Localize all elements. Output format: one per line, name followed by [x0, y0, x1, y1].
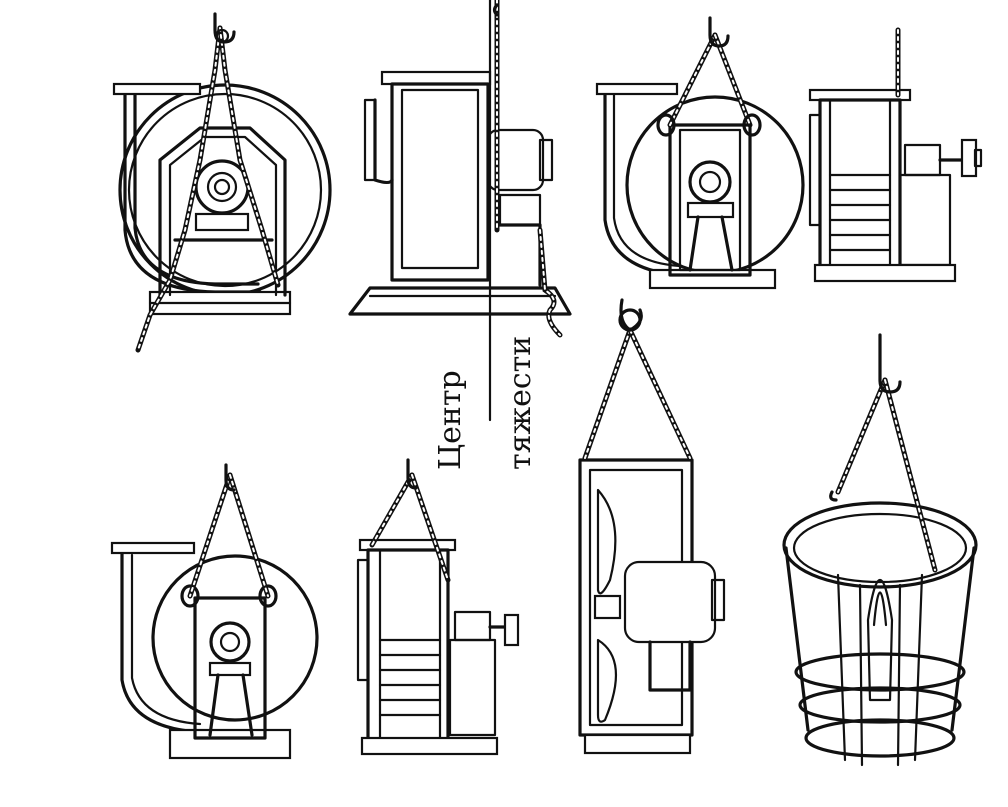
axial-fan-with-motor-sling-icon	[578, 298, 726, 755]
center-of-gravity-label: Центр тяжести	[433, 336, 538, 470]
fan-with-motor-side-vertical-lift-icon	[808, 27, 983, 283]
centrifugal-fan-side-hook-icon	[348, 0, 572, 422]
basket-container-sling-icon	[782, 333, 978, 767]
centrifugal-fan-front-chain-sling-icon	[112, 12, 332, 353]
centrifugal-fan-front-two-leg-sling-icon	[595, 16, 805, 290]
centrifugal-fan-front-sling-lower-icon	[110, 463, 319, 760]
center-of-gravity-line1: Центр	[433, 370, 468, 470]
center-of-gravity-line2: тяжести	[503, 336, 538, 470]
fan-with-motor-side-sling-icon	[356, 458, 520, 756]
